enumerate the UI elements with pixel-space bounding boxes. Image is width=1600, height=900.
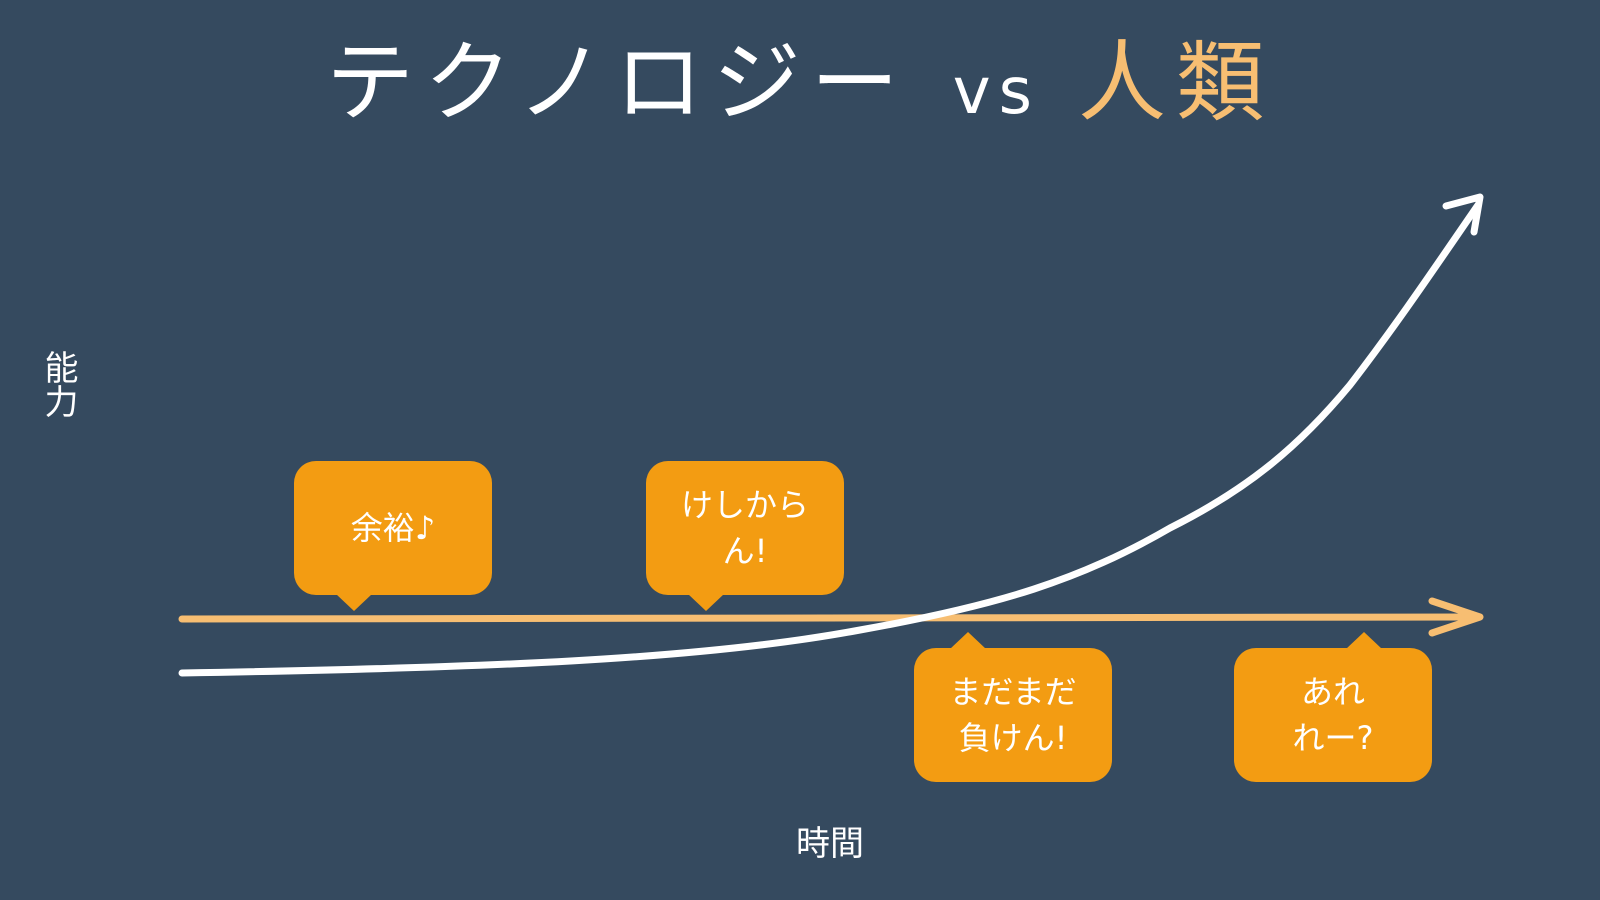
bubble-text: けしから ん! (680, 486, 809, 570)
bubble-text: 余裕♪ (350, 509, 436, 547)
bubble-text: まだまだ 負けん! (949, 673, 1077, 757)
title-vs: vs (952, 55, 1040, 129)
technology-curve (178, 193, 1484, 677)
speech-bubble-yoyuu: 余裕♪ (294, 461, 492, 611)
title-technology: テクノロジー (326, 31, 909, 134)
humanity-arrowhead (1428, 597, 1484, 637)
technology-curve-stroke (178, 201, 1482, 677)
technology-arrowhead (1442, 193, 1484, 236)
slide-title: テクノロジー vs 人類 (0, 28, 1600, 147)
humanity-line-stroke (178, 613, 1472, 623)
x-axis-label: 時間 (796, 824, 864, 864)
speech-bubble-madamada: まだまだ 負けん! (914, 632, 1112, 782)
title-humanity: 人類 (1077, 31, 1274, 134)
humanity-line (178, 597, 1484, 637)
bubble-text: あれ れー? (1292, 673, 1374, 757)
speech-bubble-keshikaran: けしから ん! (646, 461, 844, 611)
speech-bubble-areree: あれ れー? (1234, 632, 1432, 782)
y-axis-label: 能力 (38, 350, 78, 418)
